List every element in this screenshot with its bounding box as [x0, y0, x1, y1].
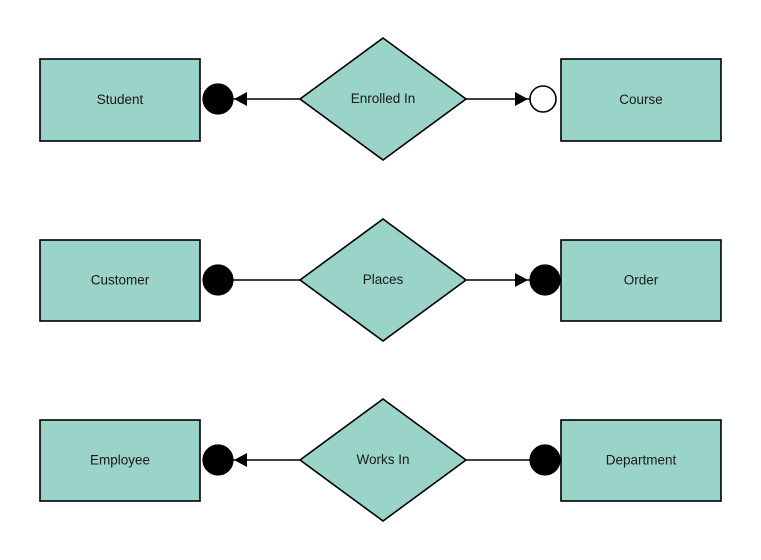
relationship-diamond-places[interactable]	[298, 218, 468, 342]
arrowhead-right-places	[515, 273, 528, 287]
entity-box-department[interactable]	[560, 419, 722, 502]
cardinality-marker-right-places[interactable]	[529, 264, 561, 296]
cardinality-marker-left-enrolled-in[interactable]	[202, 83, 234, 115]
cardinality-marker-right-works-in[interactable]	[529, 444, 561, 476]
arrowhead-left-works-in	[234, 453, 247, 467]
entity-box-course[interactable]	[560, 58, 722, 142]
entity-box-order[interactable]	[560, 239, 722, 322]
relationship-diamond-enrolled-in[interactable]	[298, 37, 468, 161]
relationship-diamond-works-in[interactable]	[298, 398, 468, 522]
entity-box-student[interactable]	[39, 58, 201, 142]
cardinality-marker-right-enrolled-in[interactable]	[529, 85, 557, 113]
entity-box-employee[interactable]	[39, 419, 201, 502]
arrowhead-right-enrolled-in	[515, 92, 528, 106]
arrowhead-left-enrolled-in	[234, 92, 247, 106]
cardinality-marker-left-works-in[interactable]	[202, 444, 234, 476]
entity-box-customer[interactable]	[39, 239, 201, 322]
cardinality-marker-left-places[interactable]	[202, 264, 234, 296]
